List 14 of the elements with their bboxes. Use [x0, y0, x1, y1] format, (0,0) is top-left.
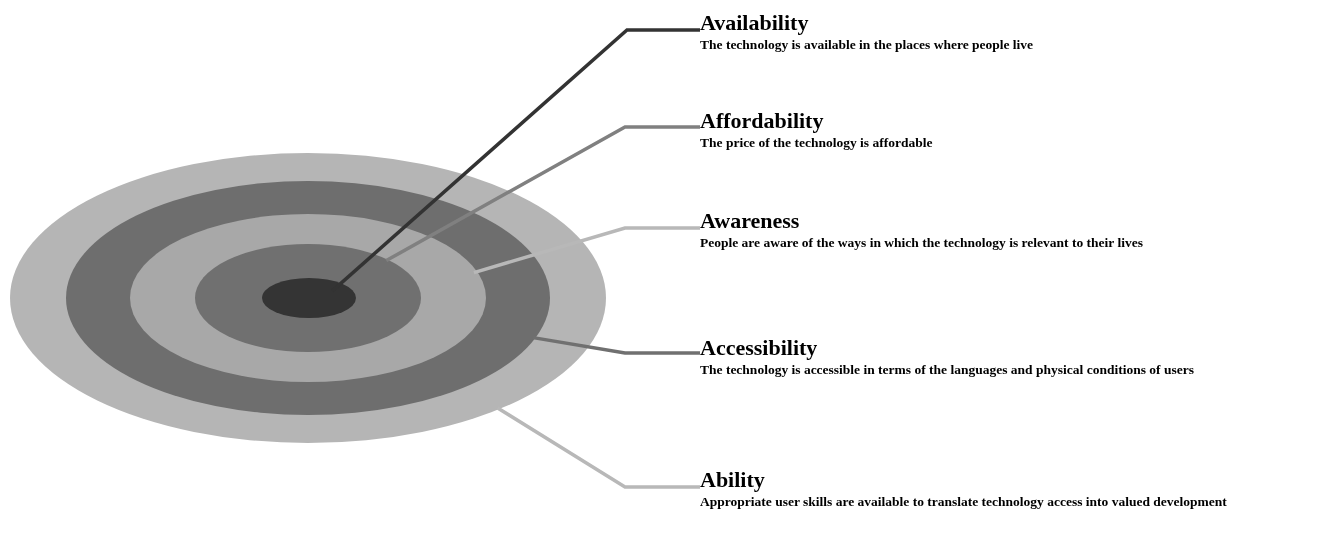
description: Appropriate user skills are available to translate technology access into valued development [700, 493, 1228, 510]
leader-line [532, 335, 700, 355]
heading: Ability [700, 467, 765, 493]
leader-line [473, 226, 700, 275]
leader-line [385, 125, 700, 263]
leader-line [496, 406, 700, 489]
description: The technology is accessible in terms of the languages and physical conditions of users [700, 361, 1195, 378]
description: The technology is available in the places where people live [700, 36, 1035, 53]
heading: Awareness [700, 208, 800, 234]
heading: Availability [700, 10, 809, 36]
heading: Affordability [700, 108, 824, 134]
description: The price of the technology is affordable [700, 134, 934, 151]
heading: Accessibility [700, 335, 818, 361]
description: People are aware of the ways in which the technology is relevant to their lives [700, 234, 1144, 251]
